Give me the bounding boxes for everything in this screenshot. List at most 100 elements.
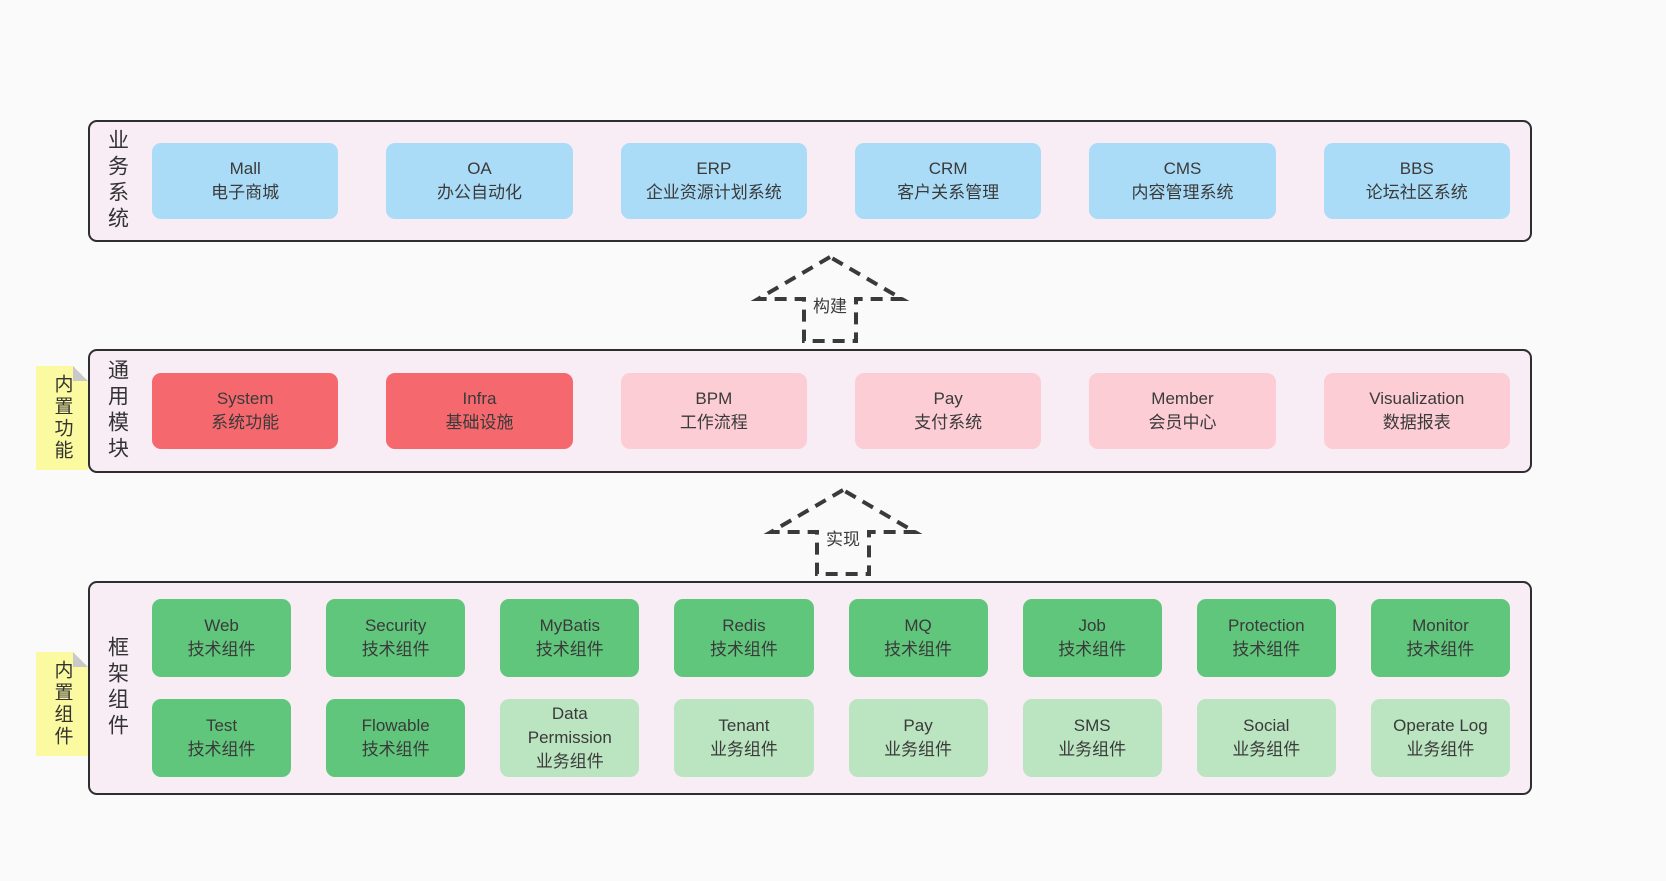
box-redis: Redis 技术组件 [674,599,814,677]
box-subtitle: 基础设施 [445,413,514,432]
box-security: Security 技术组件 [326,599,466,677]
band-label: 业务系统 [105,129,129,233]
box-title: Social [1243,715,1290,735]
box-title: System [216,388,274,408]
band-content: System 系统功能 Infra 基础设施 BPM 工作流程 Pay 支付系统 Member 会… [144,351,1530,471]
box-job: Job 技术组件 [1022,599,1162,677]
box-subtitle: 客户关系管理 [897,183,1000,202]
box-title: SMS [1073,715,1111,735]
box-subtitle: 数据报表 [1382,413,1451,432]
box-subtitle: 技术组件 [884,640,953,659]
box-subtitle: 业务组件 [1232,740,1301,759]
box-title: Monitor [1412,615,1469,635]
box-protection: Protection 技术组件 [1196,599,1336,677]
box-erp: ERP 企业资源计划系统 [620,143,807,219]
box-title: CMS [1163,158,1202,178]
box-subtitle: 业务组件 [535,752,604,772]
box-flowable: Flowable 技术组件 [326,699,466,777]
box-pay: Pay 业务组件 [848,699,988,777]
band-common-modules: 通用模块 System 系统功能 Infra 基础设施 BPM 工作流程 Pay 支付系统 Me… [88,349,1532,473]
box-title: BPM [695,388,733,408]
arrow-label: 构建 [809,291,851,318]
box-title: Pay [903,715,933,735]
box-title: Redis [722,615,766,635]
arrow-implement: 实现 [761,486,925,578]
box-infra: Infra 基础设施 [386,373,573,449]
box-sms: SMS 业务组件 [1022,699,1162,777]
box-title: ERP [696,158,732,178]
sticky-note-label: 内置组件 [51,660,73,748]
box-subtitle: 工作流程 [679,413,748,432]
box-mall: Mall 电子商城 [152,143,339,219]
box-subtitle: 办公自动化 [436,183,522,202]
dashed-up-arrow-icon [750,254,910,343]
box-bpm: BPM 工作流程 [620,373,807,449]
box-mybatis: MyBatis 技术组件 [500,599,640,677]
box-subtitle: 支付系统 [914,413,983,432]
box-title: CRM [928,158,968,178]
box-subtitle: 技术组件 [187,640,256,659]
box-title: MQ [904,615,932,635]
box-title: Data Permission [527,703,612,747]
box-title: Test [205,715,238,735]
box-system: System 系统功能 [152,373,339,449]
sticky-note-builtin-components: 内置组件 [36,652,88,756]
box-title: Infra [462,388,497,408]
box-title: MyBatis [539,615,601,635]
box-subtitle: 业务组件 [884,740,953,759]
box-subtitle: 业务组件 [709,740,778,759]
arrow-build: 构建 [748,253,912,345]
box-subtitle: 电子商城 [211,183,280,202]
box-social: Social 业务组件 [1196,699,1336,777]
box-subtitle: 技术组件 [535,640,604,659]
box-title: Visualization [1369,388,1465,408]
box-web: Web 技术组件 [152,599,292,677]
band-label: 框架组件 [105,636,129,740]
sticky-note-builtin-features: 内置功能 [36,366,88,470]
arrow-label: 实现 [822,524,864,551]
box-subtitle: 技术组件 [361,740,430,759]
box-subtitle: 技术组件 [1058,640,1127,659]
dashed-up-arrow-icon [763,487,923,576]
band-label: 通用模块 [105,359,129,463]
box-test: Test 技术组件 [152,699,292,777]
box-title: Flowable [361,715,430,735]
box-subtitle: 技术组件 [709,640,778,659]
box-subtitle: 会员中心 [1148,413,1217,432]
box-title: Operate Log [1393,715,1488,735]
box-subtitle: 技术组件 [1406,640,1475,659]
box-visualization: Visualization 数据报表 [1323,373,1510,449]
box-subtitle: 企业资源计划系统 [645,183,782,202]
band-row: System 系统功能 Infra 基础设施 BPM 工作流程 Pay 支付系统 Member 会… [152,373,1510,449]
box-member: Member 会员中心 [1089,373,1276,449]
box-title: Web [204,615,239,635]
box-subtitle: 论坛社区系统 [1365,183,1468,202]
box-subtitle: 系统功能 [211,413,280,432]
box-title: Protection [1228,615,1305,635]
box-title: Security [364,615,427,635]
box-subtitle: 技术组件 [1232,640,1301,659]
box-subtitle: 技术组件 [187,740,256,759]
box-title: Mall [229,158,261,178]
box-crm: CRM 客户关系管理 [854,143,1042,219]
box-title: Pay [933,388,963,408]
box-title: Member [1151,388,1214,408]
box-pay: Pay 支付系统 [854,373,1042,449]
box-subtitle: 内容管理系统 [1131,183,1234,202]
box-title: Job [1078,615,1106,635]
box-subtitle: 技术组件 [361,640,430,659]
sticky-note-label: 内置功能 [51,374,73,462]
box-monitor: Monitor 技术组件 [1370,599,1510,677]
box-cms: CMS 内容管理系统 [1089,143,1276,219]
box-subtitle: 业务组件 [1058,740,1127,759]
